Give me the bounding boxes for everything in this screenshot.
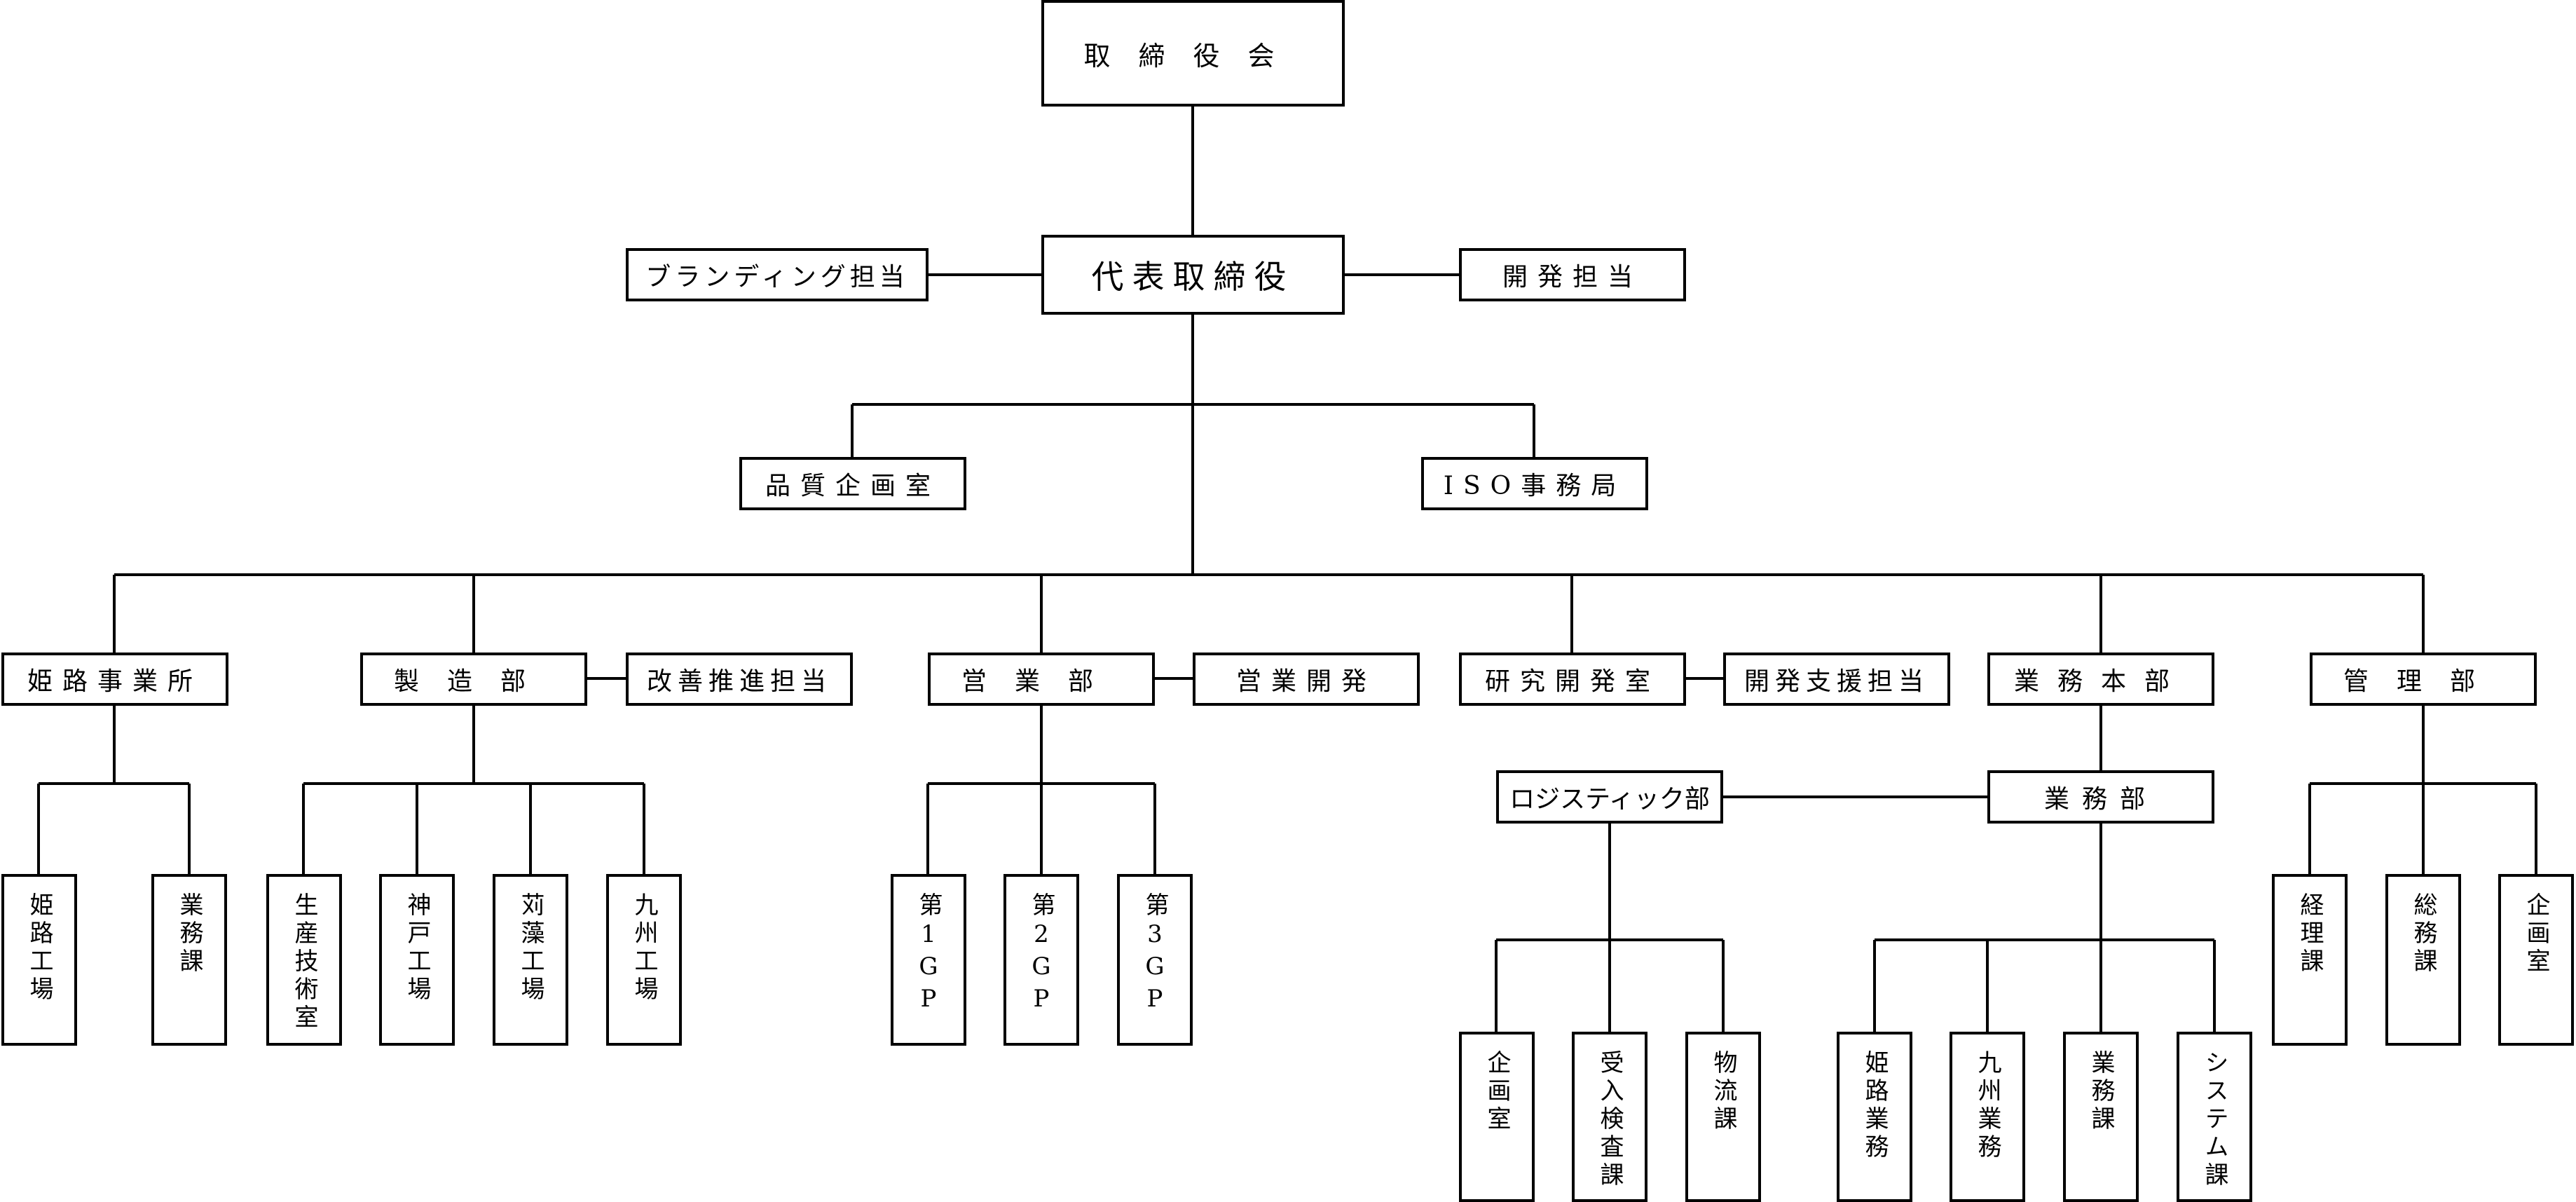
section-box[interactable]: 経理課 [2272, 874, 2348, 1046]
section-box[interactable]: 企画室 [2498, 874, 2574, 1046]
operations-dept-box[interactable]: 業務部 [1987, 770, 2214, 824]
section-label: 第3GP [1141, 892, 1169, 1017]
section-label: 企画室 [2522, 892, 2550, 976]
logistics-dept-label: ロジスティック部 [1509, 785, 1710, 814]
section-label: 姫路工場 [25, 892, 53, 1004]
ceo-label: 代表取締役 [1091, 258, 1295, 296]
section-label: システム課 [2200, 1050, 2228, 1190]
section-box[interactable]: 受入検査課 [1572, 1032, 1647, 1202]
dept-manufacturing[interactable]: 製造部 [360, 653, 587, 706]
section-box[interactable]: 九州業務 [1950, 1032, 2025, 1202]
board-of-directors-label: 取締役会 [1083, 40, 1303, 71]
side-label: 改善推進担当 [646, 667, 832, 696]
section-box[interactable]: 物流課 [1685, 1032, 1761, 1202]
section-box[interactable]: 姫路工場 [1, 874, 77, 1046]
development-staff-label: 開発担当 [1502, 263, 1643, 292]
section-label: 第2GP [1027, 892, 1055, 1017]
section-box[interactable]: 姫路業務 [1837, 1032, 1912, 1202]
section-label: 神戸工場 [403, 892, 431, 1004]
quality-planning-office-box[interactable]: 品質企画室 [739, 457, 966, 510]
section-box[interactable]: 第2GP [1003, 874, 1079, 1046]
dept-rnd-office[interactable]: 研究開発室 [1459, 653, 1686, 706]
sales-development-box[interactable]: 営業開発 [1193, 653, 1420, 706]
dept-label: 研究開発室 [1484, 667, 1660, 696]
operations-dept-label: 業務部 [2043, 785, 2158, 814]
logistics-dept-box[interactable]: ロジスティック部 [1496, 770, 1723, 824]
branding-staff-box[interactable]: ブランディング担当 [626, 248, 929, 301]
improvement-staff-box[interactable]: 改善推進担当 [626, 653, 853, 706]
section-label: 物流課 [1709, 1050, 1737, 1134]
section-box[interactable]: システム課 [2177, 1032, 2252, 1202]
side-label: 営業開発 [1235, 667, 1376, 696]
dept-label: 製造部 [393, 667, 554, 696]
section-label: 総務課 [2409, 892, 2437, 976]
section-label: 業務課 [175, 892, 203, 976]
section-label: 生産技術室 [290, 892, 318, 1032]
section-box[interactable]: 苅藻工場 [493, 874, 568, 1046]
section-label: 企画室 [1483, 1050, 1511, 1134]
development-staff-box[interactable]: 開発担当 [1459, 248, 1686, 301]
section-box[interactable]: 九州工場 [606, 874, 682, 1046]
section-box[interactable]: 第1GP [891, 874, 966, 1046]
quality-planning-office-label: 品質企画室 [765, 472, 940, 500]
dept-sales[interactable]: 営業部 [928, 653, 1155, 706]
dev-support-staff-box[interactable]: 開発支援担当 [1723, 653, 1950, 706]
side-label: 開発支援担当 [1743, 667, 1929, 696]
section-box[interactable]: 総務課 [2385, 874, 2461, 1046]
dept-label: 業務本部 [2013, 667, 2188, 696]
section-label: 九州工場 [630, 892, 658, 1004]
branding-staff-label: ブランディング担当 [645, 263, 909, 292]
section-box[interactable]: 神戸工場 [379, 874, 455, 1046]
section-label: 第1GP [914, 892, 943, 1017]
dept-label: 営業部 [961, 667, 1121, 696]
dept-operations-hq[interactable]: 業務本部 [1987, 653, 2214, 706]
section-label: 苅藻工場 [516, 892, 544, 1004]
section-label: 姫路業務 [1861, 1050, 1889, 1162]
dept-label: 管理部 [2343, 667, 2503, 696]
dept-administration[interactable]: 管理部 [2310, 653, 2537, 706]
section-box[interactable]: 企画室 [1459, 1032, 1535, 1202]
section-box[interactable]: 業務課 [2063, 1032, 2139, 1202]
section-box[interactable]: 生産技術室 [266, 874, 342, 1046]
board-of-directors-box[interactable]: 取締役会 [1041, 0, 1345, 107]
section-label: 経理課 [2296, 892, 2324, 976]
section-box[interactable]: 業務課 [151, 874, 227, 1046]
dept-label: 姫路事業所 [27, 667, 203, 696]
section-label: 業務課 [2087, 1050, 2115, 1134]
ceo-box[interactable]: 代表取締役 [1041, 235, 1345, 315]
section-box[interactable]: 第3GP [1117, 874, 1193, 1046]
section-label: 九州業務 [1973, 1050, 2001, 1162]
section-label: 受入検査課 [1596, 1050, 1624, 1190]
iso-secretariat-label: ISO事務局 [1443, 472, 1626, 500]
dept-himeji-office[interactable]: 姫路事業所 [1, 653, 228, 706]
iso-secretariat-box[interactable]: ISO事務局 [1421, 457, 1648, 510]
